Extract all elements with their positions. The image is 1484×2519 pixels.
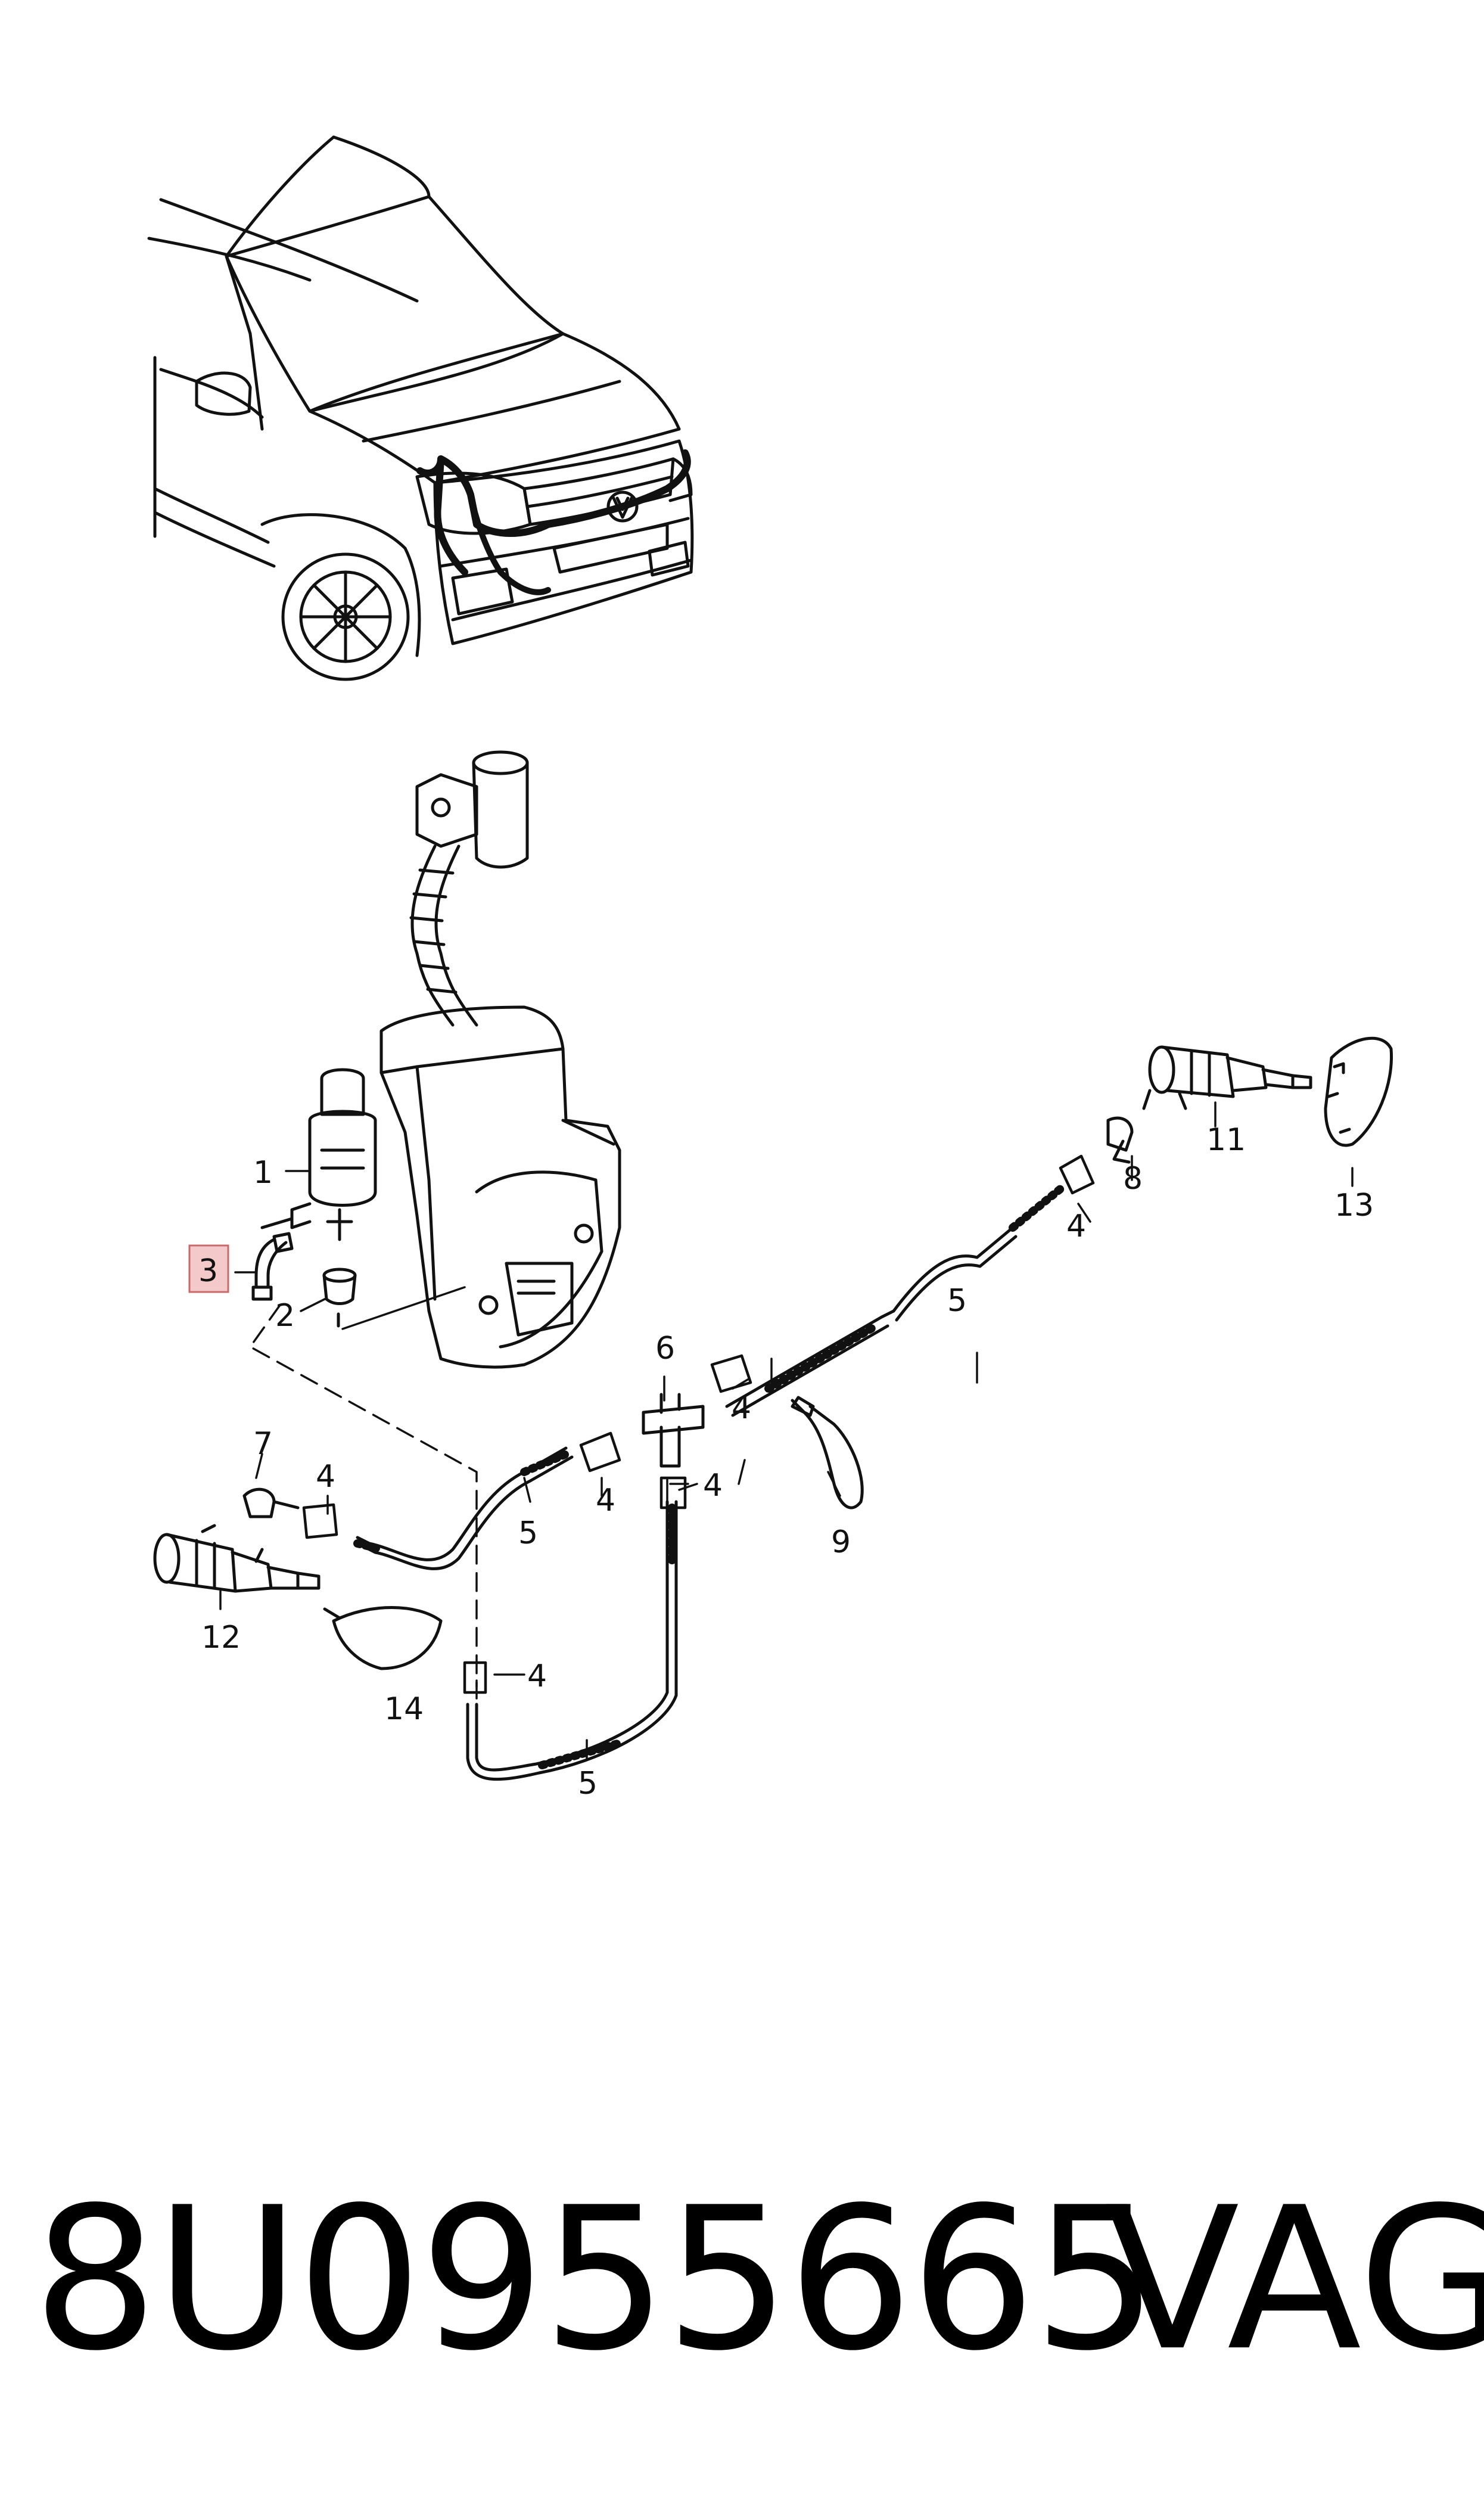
callout-3: 3: [198, 1253, 218, 1289]
callout-4: 4: [316, 1459, 335, 1495]
callout-2: 2: [275, 1298, 295, 1334]
callout-5: 5: [578, 1766, 598, 1801]
callout-9: 9: [831, 1524, 851, 1560]
callout-4: 4: [732, 1390, 751, 1426]
callout-5: 5: [518, 1515, 538, 1551]
nozzle-cover-right: [1324, 1036, 1393, 1147]
washer-nozzle-left: [153, 1524, 321, 1593]
callout-3-highlight: [188, 1244, 229, 1293]
callout-12: 12: [201, 1620, 241, 1655]
callout-6: 6: [655, 1331, 675, 1366]
washer-fluid-reservoir: [379, 750, 621, 1369]
dashed-reference-line: [249, 1304, 478, 1688]
callout-8: 8: [1123, 1161, 1143, 1197]
leader-lines: [219, 1101, 1354, 1759]
callout-4: 4: [703, 1468, 723, 1504]
part-number: 8U0955665: [33, 2165, 1158, 2394]
callout-4: 4: [596, 1483, 615, 1518]
cable-tie: [791, 1396, 864, 1509]
hose-connector-elbow: [251, 1232, 294, 1301]
washer-pump: [260, 1068, 377, 1241]
pump-grommet: [322, 1268, 357, 1328]
vehicle-illustration: [147, 135, 694, 681]
brand-label: VAG: [1105, 2165, 1484, 2394]
nozzle-cover-left: [323, 1606, 443, 1670]
callout-5: 5: [947, 1283, 967, 1319]
check-valves: [242, 1116, 1134, 1518]
callout-labels: 1 2 3 4 4 4 4 4 4 5 5 5 6 7 8 9 11 12 13…: [198, 1122, 1374, 1801]
callout-4: 4: [1066, 1209, 1086, 1244]
washer-hoses: [353, 1185, 1065, 1781]
callout-4: 4: [527, 1658, 547, 1694]
callout-11: 11: [1206, 1122, 1246, 1158]
callout-14: 14: [384, 1691, 424, 1727]
callout-13: 13: [1334, 1188, 1374, 1223]
callout-1: 1: [253, 1155, 273, 1191]
washer-nozzle-right: [1142, 1045, 1312, 1110]
callout-7: 7: [253, 1426, 273, 1462]
hose-sleeves: [302, 1154, 1095, 1694]
t-piece-connector: [642, 1393, 705, 1468]
